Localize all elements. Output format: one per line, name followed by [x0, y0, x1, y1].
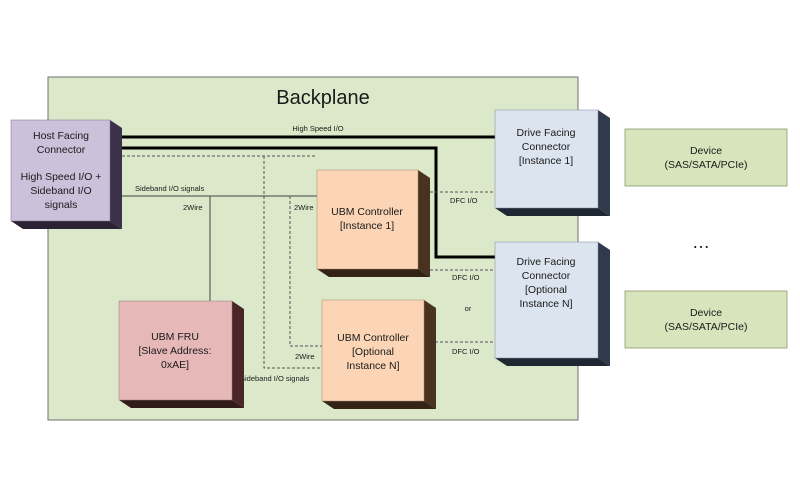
device-1: Device (SAS/SATA/PCIe)	[624, 128, 788, 187]
dfc1-line-2: Connector	[522, 141, 571, 153]
host-line-2: Connector	[37, 144, 86, 156]
host-line-1: Host Facing	[33, 130, 89, 142]
two-wire-ctrln-line	[289, 196, 322, 347]
devicen-line-2: (SAS/SATA/PCIe)	[664, 321, 747, 333]
two-wire-label-ctrl1: 2Wire	[294, 203, 314, 212]
dfcn-line-3: [Optional	[525, 284, 567, 296]
dfc-io-label-1: DFC I/O	[450, 196, 478, 205]
host-line-5: Sideband I/O	[30, 185, 91, 197]
ellipsis: …	[692, 232, 710, 252]
host-facing-connector: Host Facing Connector High Speed I/O + S…	[10, 119, 122, 229]
two-wire-label-ctrln: 2Wire	[295, 352, 315, 361]
device1-line-2: (SAS/SATA/PCIe)	[664, 159, 747, 171]
dfcn-line-4: Instance N]	[519, 298, 572, 310]
host-line-4: High Speed I/O +	[21, 171, 102, 183]
ubm-controller-n: UBM Controller [Optional Instance N]	[321, 299, 436, 409]
ubm-ctrln-line-2: [Optional	[352, 346, 394, 358]
ubm-ctrl1-line-1: UBM Controller	[331, 206, 403, 218]
backplane-title: Backplane	[276, 87, 369, 109]
ubm-controller-1: UBM Controller [Instance 1]	[316, 169, 430, 277]
dfc-io-label-2: DFC I/O	[452, 273, 480, 282]
ubm-ctrl1-line-2: [Instance 1]	[340, 220, 394, 232]
high-speed-io-label: High Speed I/O	[292, 124, 343, 133]
sideband-line-bottom	[263, 156, 322, 369]
dfc1-line-3: [Instance 1]	[519, 155, 573, 167]
fru-line-1: UBM FRU	[151, 331, 199, 343]
drive-facing-connector-n: Drive Facing Connector [Optional Instanc…	[494, 241, 610, 366]
sideband-label-top: Sideband I/O signals	[135, 184, 204, 193]
high-speed-line-n	[122, 146, 497, 259]
fru-line-2: [Slave Address:	[139, 345, 212, 357]
or-label: or	[465, 304, 472, 313]
devicen-line-1: Device	[690, 307, 722, 319]
device-n: Device (SAS/SATA/PCIe)	[624, 290, 788, 349]
two-wire-label-fru: 2Wire	[183, 203, 203, 212]
dfcn-line-1: Drive Facing	[517, 256, 576, 268]
device1-line-1: Device	[690, 145, 722, 157]
drive-facing-connector-1: Drive Facing Connector [Instance 1]	[494, 109, 610, 216]
ubm-ctrln-line-1: UBM Controller	[337, 332, 409, 344]
ubm-ctrln-line-3: Instance N]	[346, 360, 399, 372]
dfcn-line-2: Connector	[522, 270, 571, 282]
connection-lines	[122, 135, 497, 369]
dfc1-line-1: Drive Facing	[517, 127, 576, 139]
dfc-io-label-3: DFC I/O	[452, 347, 480, 356]
sideband-label-bottom: Sideband I/O signals	[240, 374, 309, 383]
fru-line-3: 0xAE]	[161, 359, 189, 371]
host-line-6: signals	[45, 199, 78, 211]
ubm-fru: UBM FRU [Slave Address: 0xAE]	[118, 300, 244, 408]
